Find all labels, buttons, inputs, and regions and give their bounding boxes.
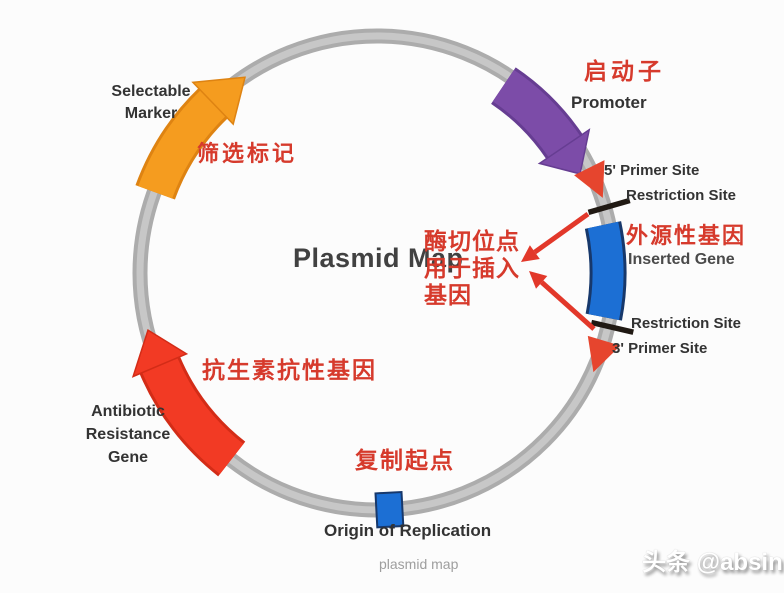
origin-label: Origin of Replication [324, 521, 492, 540]
callout-arrowhead-2 [529, 271, 548, 289]
enzyme-site-note-line3: 基因 [424, 282, 472, 308]
promoter-label-cn: 启动子 [584, 58, 665, 84]
callout-arrow-line-1 [533, 211, 590, 255]
antibiotic-resistance-arrow-head [131, 328, 189, 378]
promoter-arrow-head [537, 128, 591, 175]
restriction-site-top-tick [587, 197, 631, 216]
selectable-marker-label-cn: 筛选标记 [197, 141, 298, 166]
selectable-marker-arrow-head [191, 76, 246, 126]
origin-label-cn: 复制起点 [355, 447, 455, 473]
callout-arrow-line-2 [540, 280, 596, 331]
antibiotic-resistance-label-cn: 抗生素抗性基因 [202, 357, 377, 383]
restriction-site-bottom-label: Restriction Site [631, 315, 742, 332]
antibiotic-resistance-arrow-body [142, 357, 244, 474]
selectable-marker-arrow-body [138, 90, 226, 199]
antibiotic-resistance-label-line2: Resistance [85, 426, 171, 443]
origin-of-replication-marker [374, 490, 405, 529]
antibiotic-resistance-label-line3: Gene [107, 449, 148, 466]
antibiotic-resistance-label-line1: Antibiotic [91, 403, 165, 420]
enzyme-site-note-line1: 酶切位点 [424, 228, 520, 254]
diagram-title: Plasmid Map [293, 243, 464, 273]
selectable-marker-label: Selectable Marker [90, 81, 212, 125]
selectable-marker-label-line1: Selectable [111, 83, 191, 100]
primer-site-3-wedge [587, 335, 621, 373]
selectable-marker-label-line2: Marker [124, 105, 178, 122]
promoter-label: Promoter [571, 93, 647, 112]
primer-3-label: 3' Primer Site [612, 340, 708, 357]
enzyme-site-note-line2: 用于插入 [424, 255, 520, 281]
inserted-gene-label-cn: 外源性基因 [626, 223, 747, 248]
promoter-arrow-body [492, 69, 581, 158]
inserted-gene-band-body [587, 221, 624, 321]
restriction-site-top-label: Restriction Site [626, 187, 737, 204]
figure-caption: plasmid map [379, 556, 459, 572]
enzyme-site-note: 酶切位点 用于插入 基因 [424, 228, 520, 309]
primer-5-label: 5' Primer Site [604, 162, 700, 179]
callout-arrowhead-1 [521, 245, 540, 262]
primer-site-5-wedge [574, 160, 605, 198]
inserted-gene-label: Inserted Gene [628, 251, 735, 268]
antibiotic-resistance-label: Antibiotic Resistance Gene [58, 400, 198, 469]
watermark: 头条 @absin [642, 549, 783, 576]
restriction-site-bottom-tick [590, 319, 634, 335]
